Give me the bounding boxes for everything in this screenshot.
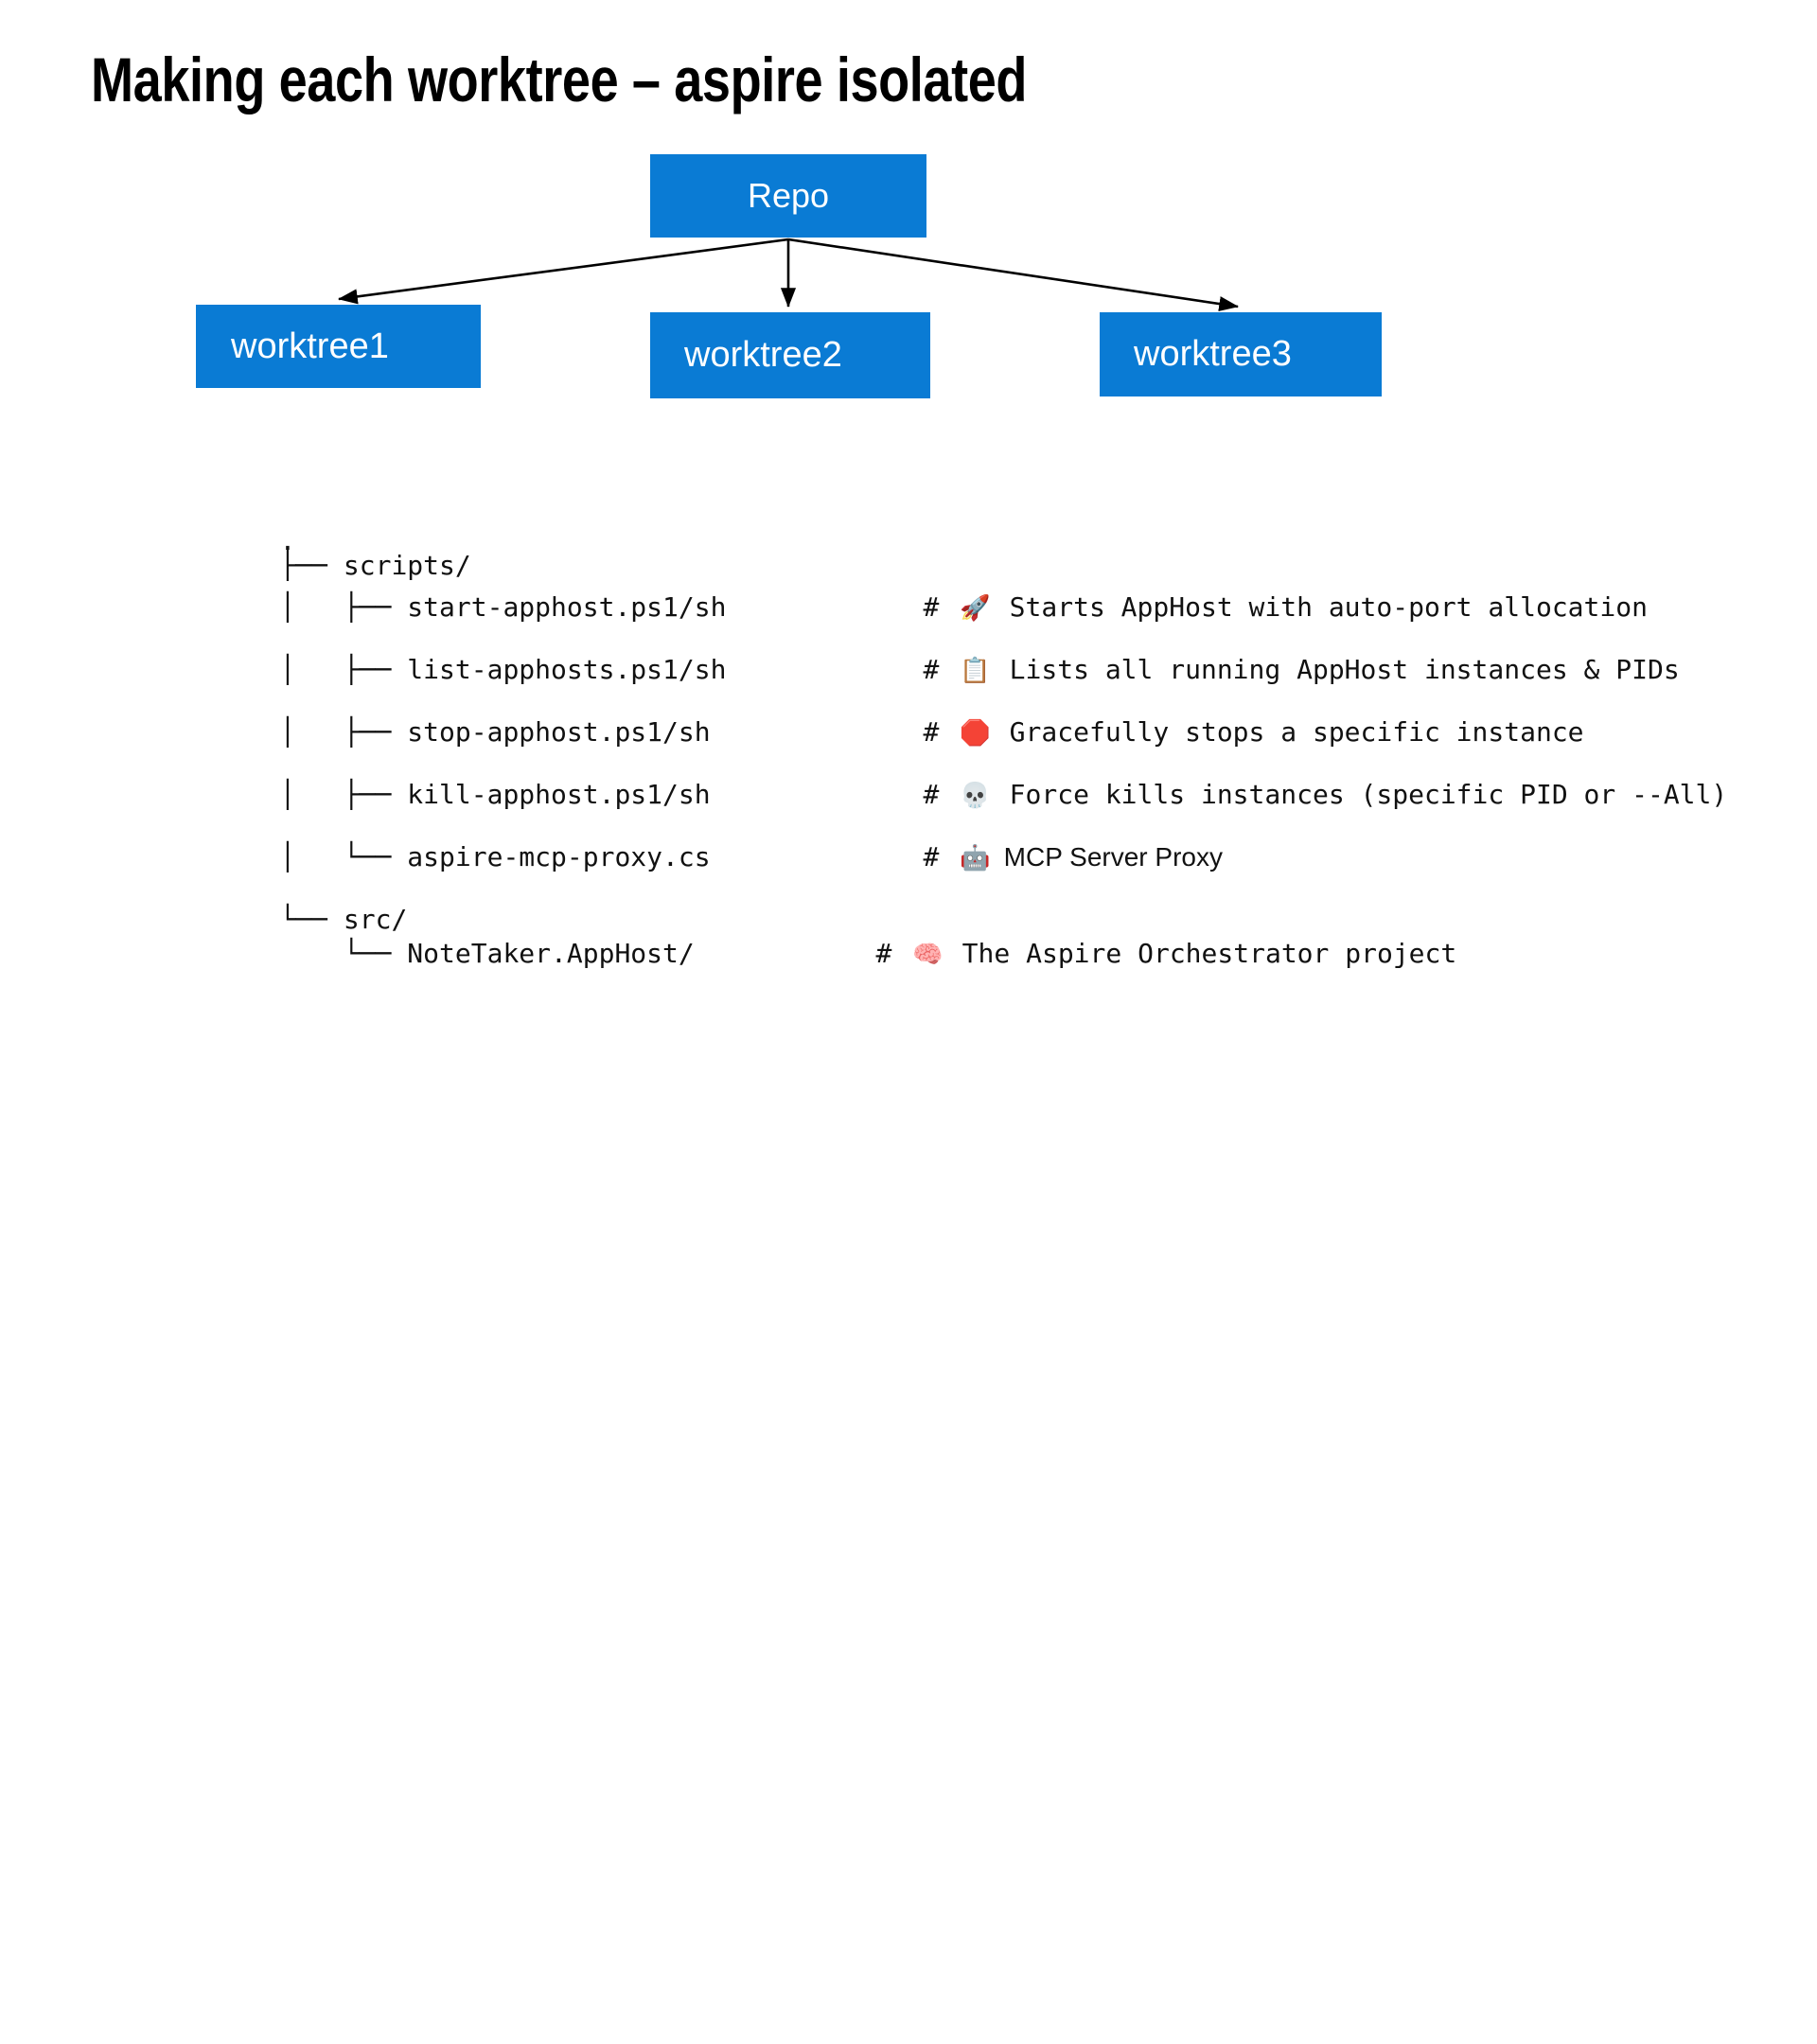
clipboard-icon: 📋	[960, 657, 991, 685]
tree-comment-stop-apphost: # 🛑 Gracefully stops a specific instance	[859, 619, 1584, 847]
page-title: Making each worktree – aspire isolated	[91, 44, 1028, 115]
tree-branch-glyph: │ ├──	[279, 779, 408, 810]
tree-item-name: list-apphosts.ps1/sh	[407, 654, 727, 685]
robot-icon: 🤖	[960, 844, 991, 872]
node-repo[interactable]: Repo	[650, 154, 926, 238]
comment-text: The Aspire Orchestrator project	[961, 938, 1457, 969]
comment-text: Lists all running AppHost instances & PI…	[1009, 654, 1680, 685]
comment-text: MCP Server Proxy	[1003, 842, 1223, 872]
tree-item-name: scripts/	[343, 550, 471, 581]
edge-repo-to-worktree3	[787, 238, 1240, 312]
tree-branch-glyph: └──	[279, 938, 408, 969]
comment-hash: #	[923, 841, 940, 872]
edge-repo-to-worktree1	[337, 238, 789, 305]
tree-item-name: aspire-mcp-proxy.cs	[407, 841, 711, 872]
comment-hash: #	[923, 591, 940, 623]
tree-item-name: stop-apphost.ps1/sh	[407, 716, 711, 748]
comment-hash: #	[923, 654, 940, 685]
comment-hash: #	[923, 716, 940, 748]
tree-row-start-apphost[interactable]: │ ├── start-apphost.ps1/sh	[216, 494, 726, 721]
tree-branch-glyph: │ ├──	[279, 716, 408, 748]
comment-text: Starts AppHost with auto-port allocation	[1009, 591, 1648, 623]
tree-row-src[interactable]: └── src/	[216, 806, 407, 1033]
tree-item-name: kill-apphost.ps1/sh	[407, 779, 711, 810]
tree-item-name: NoteTaker.AppHost/	[407, 938, 695, 969]
tree-row-stop-apphost[interactable]: │ ├── stop-apphost.ps1/sh	[216, 619, 711, 846]
tree-root-dot: .	[216, 428, 295, 655]
rocket-icon: 🚀	[960, 594, 991, 623]
tree-branch-glyph: │ └──	[279, 841, 408, 872]
node-repo-label: Repo	[747, 176, 830, 215]
tree-comment-notetaker-apphost: # 🧠 The Aspire Orchestrator project	[812, 840, 1456, 1068]
comment-text: Gracefully stops a specific instance	[1009, 716, 1584, 748]
tree-branch-glyph: ├──	[279, 550, 344, 581]
node-worktree1-label: worktree1	[231, 326, 389, 366]
tree-branch-glyph: └──	[279, 904, 344, 935]
tree-comment-aspire-mcp-proxy: # 🤖 MCP Server Proxy	[859, 744, 1223, 972]
comment-hash: #	[875, 938, 892, 969]
node-worktree3[interactable]: worktree3	[1100, 312, 1382, 396]
skull-icon: 💀	[960, 782, 991, 810]
tree-comment-list-apphosts: # 📋 Lists all running AppHost instances & …	[859, 556, 1680, 784]
file-tree-listing: . ├── scripts/ │ ├── start-apphost.ps1/s…	[216, 428, 1727, 2044]
comment-text: Force kills instances (specific PID or -…	[1009, 779, 1728, 810]
stop-sign-icon: 🛑	[960, 719, 991, 748]
tree-row-scripts[interactable]: ├── scripts/	[216, 452, 471, 679]
comment-hash: #	[923, 779, 940, 810]
node-worktree1[interactable]: worktree1	[196, 305, 481, 388]
tree-row-aspire-mcp-proxy[interactable]: │ └── aspire-mcp-proxy.cs	[216, 744, 711, 971]
tree-row-list-apphosts[interactable]: │ ├── list-apphosts.ps1/sh	[216, 556, 726, 784]
brain-icon: 🧠	[912, 941, 944, 969]
tree-branch-glyph: │ ├──	[279, 654, 408, 685]
tree-comment-kill-apphost: # 💀 Force kills instances (specific PID or…	[859, 681, 1727, 909]
node-worktree2[interactable]: worktree2	[650, 312, 930, 398]
tree-branch-glyph: │ ├──	[279, 591, 408, 623]
tree-item-name: start-apphost.ps1/sh	[407, 591, 727, 623]
tree-root-label: .	[279, 525, 296, 556]
tree-comment-start-apphost: # 🚀 Starts AppHost with auto-port allocati…	[859, 494, 1648, 722]
tree-item-name: src/	[343, 904, 408, 935]
node-worktree3-label: worktree3	[1134, 334, 1292, 374]
tree-row-notetaker-apphost[interactable]: └── NoteTaker.AppHost/	[216, 840, 695, 1067]
tree-row-kill-apphost[interactable]: │ ├── kill-apphost.ps1/sh	[216, 681, 711, 908]
node-worktree2-label: worktree2	[684, 335, 842, 375]
